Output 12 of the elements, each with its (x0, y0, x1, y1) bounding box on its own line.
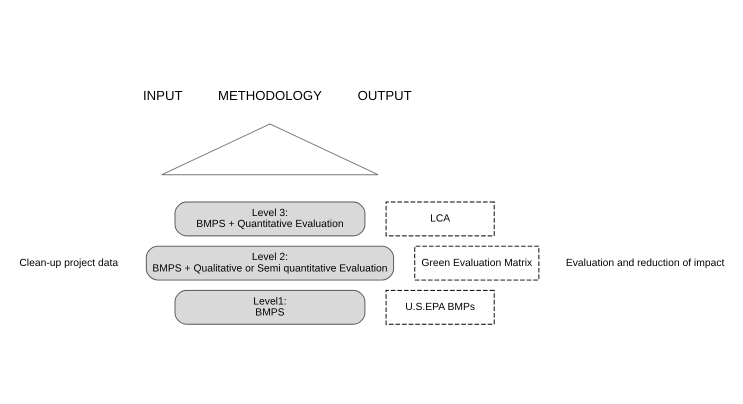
node-box: Green Evaluation Matrix (414, 246, 540, 281)
node-box: U.S.EPA BMPs (386, 290, 495, 325)
node-box: Level 2: BMPS + Qualitative or Semi quantitative Evaluation (146, 246, 394, 281)
label: OUTPUT (358, 88, 412, 104)
label: METHODOLOGY (218, 88, 322, 104)
node-box: LCA (386, 202, 495, 236)
label: INPUT (143, 88, 182, 104)
label: Evaluation and reduction of impact (566, 258, 724, 269)
node-triangle (161, 123, 379, 176)
node-box: Level1: BMPS (174, 290, 366, 325)
label: Clean-up project data (19, 258, 118, 269)
node-box: Level 3: BMPS + Quantitative Evaluation (174, 202, 366, 236)
